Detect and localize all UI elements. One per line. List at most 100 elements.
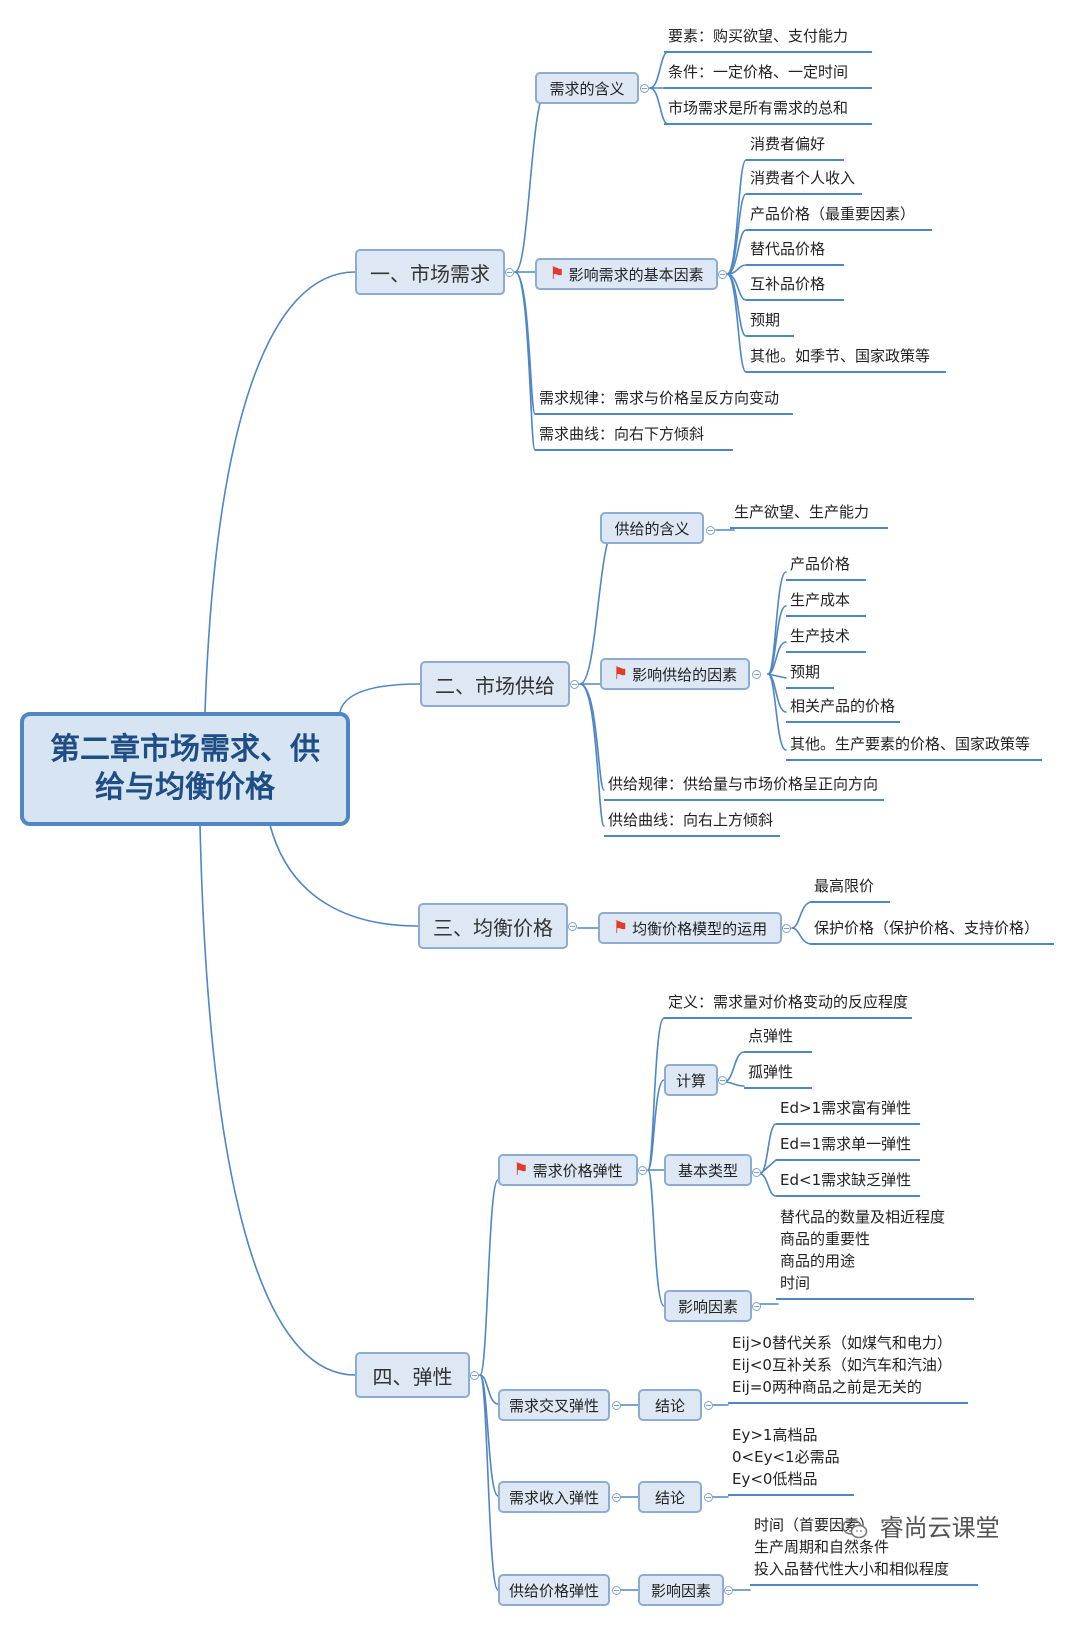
supply-meaning-node[interactable]: 供给的含义 (600, 512, 704, 544)
topic-demand[interactable]: 一、市场需求 (355, 249, 505, 295)
price-elasticity-definition: 定义：需求量对价格变动的反应程度 (664, 992, 912, 1019)
supply-factor-item: 生产技术 (786, 626, 866, 653)
collapse-toggle-demand[interactable] (505, 268, 514, 277)
calc-node[interactable]: 计算 (664, 1064, 718, 1096)
watermark-text: 睿尚云课堂 (879, 1514, 1000, 1542)
supply-elasticity-label: 供给价格弹性 (508, 1581, 599, 1600)
demand-factor-item: 互补品价格 (746, 274, 844, 301)
topic-supply[interactable]: 二、市场供给 (420, 661, 570, 707)
collapse-toggle-equilibrium-model[interactable] (782, 924, 791, 933)
collapse-toggle-equilibrium[interactable] (568, 922, 577, 931)
wechat-icon (842, 1519, 868, 1539)
income-elasticity-node[interactable]: 需求收入弹性 (498, 1481, 610, 1513)
collapse-toggle-cross[interactable] (612, 1401, 621, 1410)
cross-conclusion-label: 结论 (654, 1396, 685, 1415)
collapse-toggle-supply-elasticity-factors[interactable] (724, 1586, 733, 1595)
flag-icon: ⚑ (549, 264, 565, 284)
demand-factors-label: 影响需求的基本因素 (568, 265, 704, 284)
income-elasticity-label: 需求收入弹性 (508, 1488, 599, 1507)
supply-factors-node[interactable]: ⚑ 影响供给的因素 (600, 658, 750, 690)
demand-factor-item: 消费者个人收入 (746, 168, 862, 195)
topic-supply-label: 二、市场供给 (435, 673, 555, 698)
income-conclusion-text: Ey>1高档品 0<Ey<1必需品 Ey<0低档品 (728, 1424, 854, 1496)
demand-meaning-item: 要素：购买欲望、支付能力 (664, 26, 872, 53)
supply-meaning-label: 供给的含义 (614, 519, 690, 538)
demand-meaning-item: 市场需求是所有需求的总和 (664, 98, 872, 125)
type-item: Ed<1需求缺乏弹性 (776, 1170, 920, 1197)
collapse-toggle-price-factors[interactable] (752, 1302, 761, 1311)
type-item: Ed=1需求单一弹性 (776, 1134, 920, 1161)
income-conclusion-node[interactable]: 结论 (638, 1481, 702, 1513)
demand-factor-item: 产品价格（最重要因素） (746, 204, 932, 231)
cross-elasticity-label: 需求交叉弹性 (508, 1396, 599, 1415)
topic-demand-label: 一、市场需求 (370, 261, 490, 286)
calc-item: 孤弹性 (744, 1062, 812, 1089)
supply-factor-item: 产品价格 (786, 554, 866, 581)
equilibrium-model-label: 均衡价格模型的运用 (632, 919, 768, 938)
root-title-line1: 第二章市场需求、供 (50, 732, 320, 767)
root-link-demand (204, 271, 356, 713)
supply-elasticity-node[interactable]: 供给价格弹性 (498, 1574, 610, 1606)
demand-meaning-item: 条件：一定价格、一定时间 (664, 62, 872, 89)
collapse-toggle-supply-elasticity[interactable] (612, 1586, 621, 1595)
collapse-toggle-income[interactable] (612, 1493, 621, 1502)
price-factors-text: 替代品的数量及相近程度 商品的重要性 商品的用途 时间 (776, 1206, 974, 1300)
equilibrium-item: 最高限价 (810, 876, 890, 903)
demand-meaning-label: 需求的含义 (549, 79, 625, 98)
supply-factors-label: 影响供给的因素 (632, 665, 738, 684)
supply-factor-item: 预期 (786, 662, 834, 689)
topic-elasticity-label: 四、弹性 (372, 1364, 453, 1389)
cross-conclusion-text: Eij>0替代关系（如煤气和电力） Eij<0互补关系（如汽车和汽油） Eij=… (728, 1332, 968, 1404)
types-node[interactable]: 基本类型 (664, 1154, 752, 1186)
collapse-toggle-elasticity[interactable] (470, 1371, 479, 1380)
collapse-toggle-supply[interactable] (570, 680, 579, 689)
flag-icon: ⚑ (513, 1160, 529, 1180)
root-link-equilibrium (269, 824, 419, 927)
collapse-toggle-demand-factors[interactable] (718, 270, 727, 279)
collapse-toggle-supply-meaning[interactable] (706, 526, 715, 535)
root-title-line2: 给与均衡价格 (95, 770, 275, 805)
collapse-toggle-calc[interactable] (718, 1076, 727, 1085)
cross-conclusion-node[interactable]: 结论 (638, 1389, 702, 1421)
watermark: 睿尚云课堂 (842, 1508, 1000, 1543)
demand-meaning-node[interactable]: 需求的含义 (535, 72, 639, 104)
collapse-toggle-demand-meaning[interactable] (640, 84, 649, 93)
supply-law: 供给规律：供给量与市场价格呈正向方向 (604, 774, 884, 801)
flag-icon: ⚑ (612, 664, 629, 684)
collapse-toggle-price-elasticity[interactable] (638, 1166, 647, 1175)
calc-item: 点弹性 (744, 1026, 812, 1053)
supply-elasticity-factors-node[interactable]: 影响因素 (638, 1574, 724, 1606)
supply-factor-item: 生产成本 (786, 590, 866, 617)
price-factors-node[interactable]: 影响因素 (664, 1290, 752, 1322)
demand-factor-item: 消费者偏好 (746, 134, 844, 161)
collapse-toggle-income-conclusion[interactable] (704, 1493, 713, 1502)
root-link-elasticity (199, 824, 356, 1376)
supply-curve: 供给曲线：向右上方倾斜 (604, 810, 780, 837)
collapse-toggle-cross-conclusion[interactable] (704, 1401, 713, 1410)
demand-factor-item: 替代品价格 (746, 239, 844, 266)
cross-elasticity-node[interactable]: 需求交叉弹性 (498, 1389, 610, 1421)
root-topic[interactable]: 第二章市场需求、供 给与均衡价格 (20, 712, 350, 826)
demand-factors-node[interactable]: ⚑ 影响需求的基本因素 (535, 258, 718, 290)
supply-factor-item: 其他。生产要素的价格、国家政策等 (786, 734, 1042, 761)
collapse-toggle-types[interactable] (752, 1168, 761, 1177)
price-factors-label: 影响因素 (677, 1297, 738, 1316)
demand-factor-item: 其他。如季节、国家政策等 (746, 346, 946, 373)
flag-icon: ⚑ (612, 918, 629, 938)
equilibrium-item: 保护价格（保护价格、支持价格） (810, 918, 1054, 945)
price-elasticity-node[interactable]: ⚑ 需求价格弹性 (498, 1154, 638, 1186)
demand-law: 需求规律：需求与价格呈反方向变动 (535, 388, 793, 415)
equilibrium-model-node[interactable]: ⚑ 均衡价格模型的运用 (598, 912, 782, 944)
collapse-toggle-supply-factors[interactable] (752, 670, 761, 679)
income-conclusion-label: 结论 (654, 1488, 685, 1507)
supply-meaning-item: 生产欲望、生产能力 (730, 502, 888, 529)
type-item: Ed>1需求富有弹性 (776, 1098, 920, 1125)
topic-equilibrium[interactable]: 三、均衡价格 (418, 903, 568, 949)
supply-elasticity-factors-label: 影响因素 (650, 1581, 711, 1600)
demand-curve: 需求曲线：向右下方倾斜 (535, 424, 733, 451)
types-label: 基本类型 (677, 1161, 738, 1180)
topic-elasticity[interactable]: 四、弹性 (355, 1352, 470, 1398)
topic-equilibrium-label: 三、均衡价格 (433, 915, 553, 940)
root-link-supply (339, 683, 421, 713)
